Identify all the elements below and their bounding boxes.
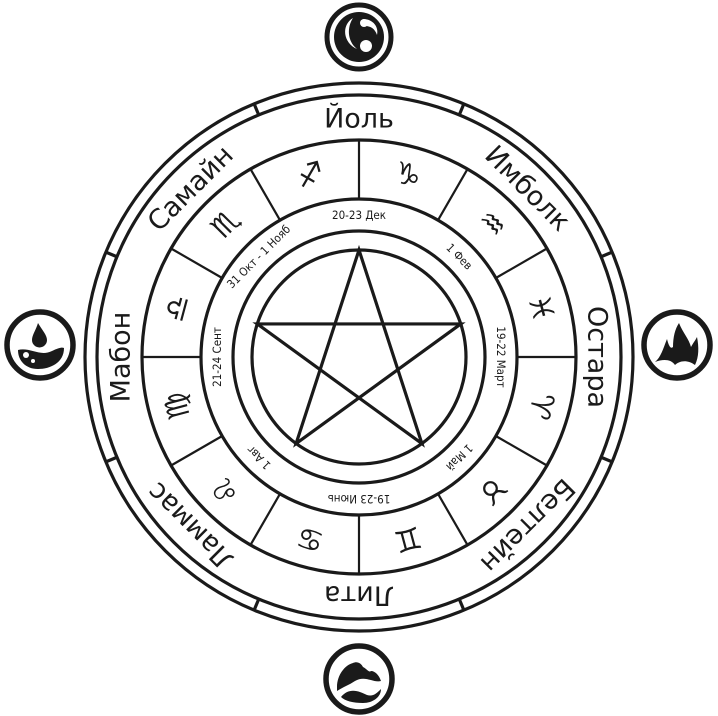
sabbat-name: Остара bbox=[582, 306, 613, 408]
outer-tick bbox=[600, 455, 613, 464]
pentagram-circle bbox=[250, 248, 468, 466]
date-ring-inner bbox=[231, 229, 487, 485]
sagittarius-icon: ♐︎ bbox=[293, 155, 328, 196]
zodiac-divider bbox=[495, 435, 548, 467]
aries-icon: ♈︎ bbox=[520, 388, 561, 423]
zodiac-divider bbox=[170, 435, 223, 467]
cancer-icon: ♋︎ bbox=[293, 518, 328, 559]
scorpio-icon: ♏︎ bbox=[204, 202, 248, 246]
water-icon bbox=[4, 309, 76, 381]
sabbat-name: Лита bbox=[324, 580, 394, 611]
zodiac-divider bbox=[437, 493, 469, 546]
zodiac-divider bbox=[495, 247, 548, 279]
outer-tick bbox=[457, 598, 466, 611]
sabbat-name: Мабон bbox=[106, 312, 137, 403]
aquarius-icon: ♒︎ bbox=[470, 202, 514, 246]
virgo-icon: ♍︎ bbox=[157, 388, 198, 423]
leo-icon: ♌︎ bbox=[204, 468, 248, 512]
sabbat-date: 19-23 Июнь bbox=[328, 492, 391, 506]
sabbat-date: 21-24 Сент bbox=[210, 327, 224, 387]
outer-tick bbox=[600, 250, 613, 259]
zodiac-divider bbox=[437, 168, 469, 221]
sabbat-date: 20-23 Дек bbox=[332, 208, 386, 222]
outer-tick bbox=[105, 250, 118, 259]
capricorn-icon: ♑︎ bbox=[390, 155, 425, 196]
outer-ring-outer bbox=[83, 81, 635, 633]
pisces-icon: ♓︎ bbox=[520, 291, 561, 326]
air-icon bbox=[324, 2, 394, 72]
outer-tick bbox=[252, 103, 261, 116]
earth-icon bbox=[323, 643, 395, 715]
zodiac-divider bbox=[170, 247, 223, 279]
outer-tick bbox=[105, 455, 118, 464]
taurus-icon: ♉︎ bbox=[470, 468, 514, 512]
outer-tick bbox=[457, 103, 466, 116]
libra-icon: ♎︎ bbox=[157, 291, 198, 326]
outer-ring-inner bbox=[95, 93, 623, 621]
zodiac-divider bbox=[249, 168, 281, 221]
ring-dividers bbox=[105, 103, 613, 611]
sabbat-name: Йоль bbox=[324, 103, 394, 135]
pentagram bbox=[252, 244, 466, 448]
fire-icon bbox=[641, 309, 713, 381]
gemini-icon: ♊︎ bbox=[390, 518, 425, 559]
outer-tick bbox=[252, 598, 261, 611]
sabbat-date: 19-22 Март bbox=[494, 326, 508, 387]
zodiac-ring-outer bbox=[140, 138, 578, 576]
zodiac-divider bbox=[249, 493, 281, 546]
